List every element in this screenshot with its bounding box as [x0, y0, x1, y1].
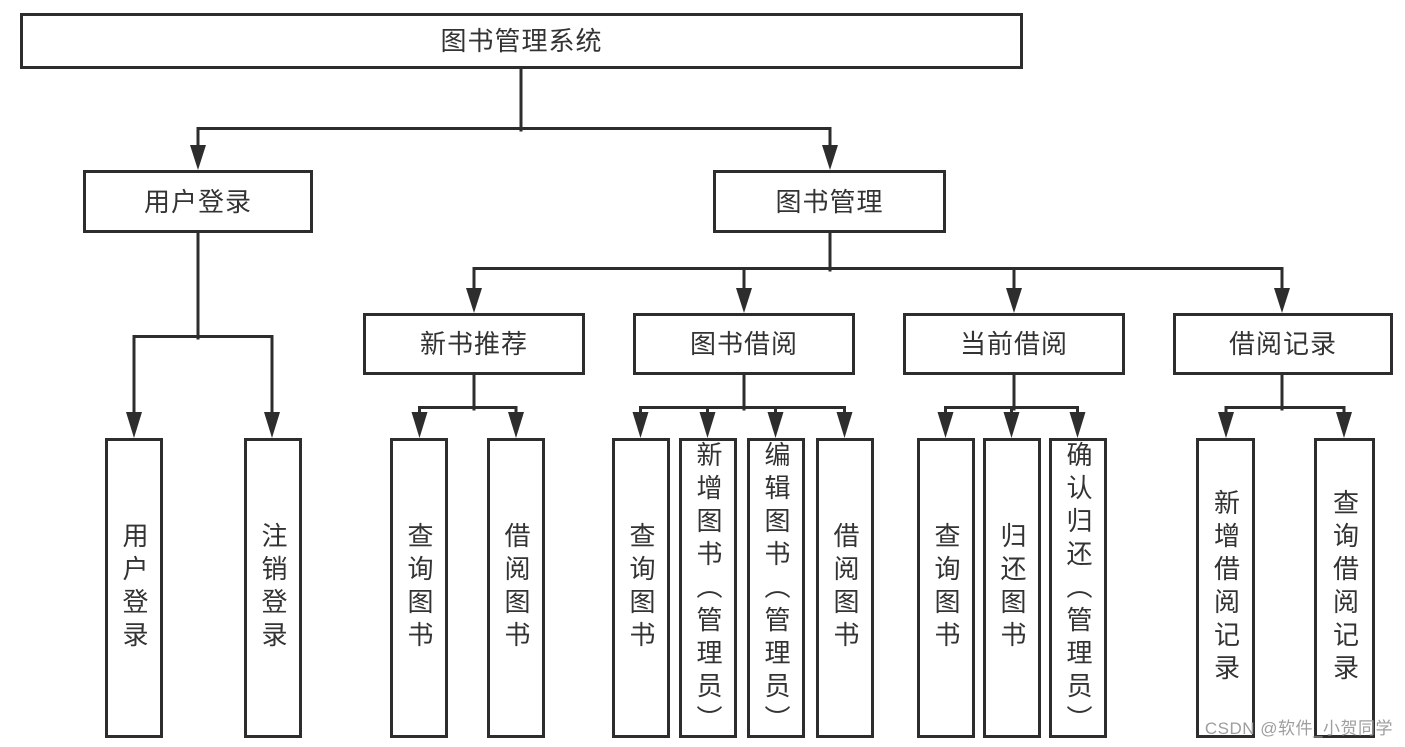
leaf-label: 归还图书: [997, 522, 1027, 654]
node-new-book-recommendation: 新书推荐: [363, 313, 585, 375]
leaf-user-login: 用户登录: [105, 438, 163, 738]
leaf-return-books: 归还图书: [983, 438, 1041, 738]
leaf-label: 用户登录: [119, 522, 149, 654]
leaf-borrow-books-2: 借阅图书: [816, 438, 874, 738]
node-library-management-system: 图书管理系统: [20, 13, 1023, 69]
node-label: 当前借阅: [959, 329, 1068, 359]
node-label: 图书管理: [775, 186, 884, 217]
leaf-label: 新增借阅记录: [1210, 489, 1241, 687]
leaf-query-books-3: 查询图书: [917, 438, 975, 738]
leaf-label: 查询图书: [931, 522, 961, 654]
leaf-label: 查询图书: [404, 522, 434, 654]
leaf-edit-book-admin: 编辑图书（管理员）: [747, 438, 805, 738]
node-book-management: 图书管理: [713, 170, 946, 233]
node-borrowing-records: 借阅记录: [1173, 313, 1393, 375]
leaf-add-borrow-record: 新增借阅记录: [1196, 438, 1255, 738]
node-label: 图书借阅: [689, 329, 798, 359]
node-label: 用户登录: [143, 186, 252, 217]
leaf-borrow-books-1: 借阅图书: [487, 438, 545, 738]
leaf-confirm-return-admin: 确认归还（管理员）: [1049, 438, 1107, 738]
node-label: 图书管理系统: [440, 26, 603, 56]
leaf-logout: 注销登录: [244, 438, 302, 738]
leaf-label: 注销登录: [258, 522, 288, 654]
leaf-label: 编辑图书（管理员）: [761, 441, 791, 738]
leaf-label: 确认归还（管理员）: [1063, 441, 1093, 738]
leaf-label: 查询借阅记录: [1329, 489, 1360, 687]
node-label: 新书推荐: [419, 329, 528, 359]
node-current-borrowing: 当前借阅: [903, 313, 1125, 375]
node-book-borrowing: 图书借阅: [633, 313, 855, 375]
watermark: CSDN @软件_小贺同学: [1204, 719, 1393, 738]
leaf-query-borrow-record: 查询借阅记录: [1314, 438, 1375, 738]
leaf-query-books-2: 查询图书: [612, 438, 670, 738]
node-user-login-group: 用户登录: [83, 170, 313, 233]
leaf-label: 新增图书（管理员）: [693, 441, 723, 738]
leaf-query-books-1: 查询图书: [390, 438, 448, 738]
node-label: 借阅记录: [1228, 329, 1337, 359]
leaf-label: 借阅图书: [501, 522, 531, 654]
leaf-add-book-admin: 新增图书（管理员）: [679, 438, 737, 738]
leaf-label: 查询图书: [626, 522, 656, 654]
leaf-label: 借阅图书: [830, 522, 860, 654]
